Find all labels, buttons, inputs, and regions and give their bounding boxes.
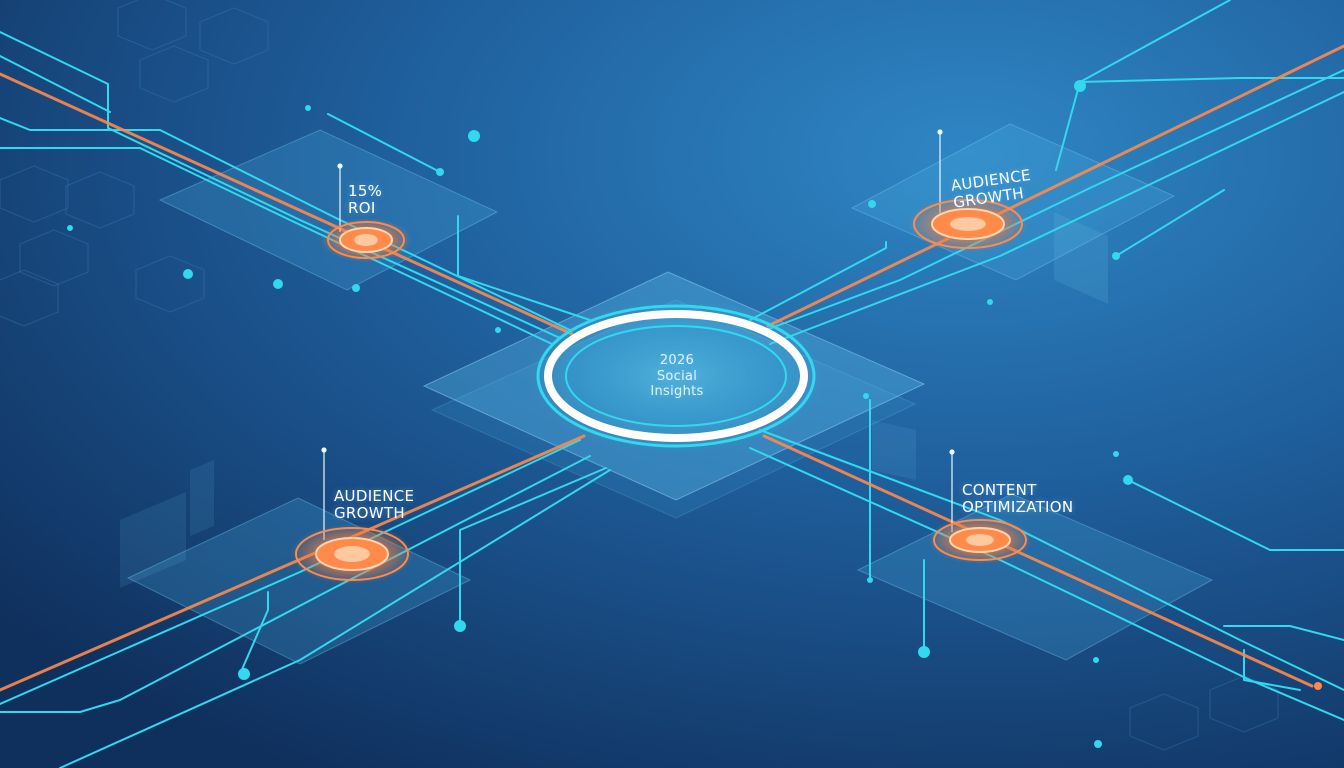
- node-label-line: GROWTH: [334, 503, 405, 522]
- orange-energy-lines: [0, 44, 1344, 692]
- hub-label-line: 2026: [659, 353, 695, 368]
- hub-label-line: Insights: [650, 384, 704, 400]
- label-pins: [321, 129, 955, 540]
- orange-nodes: [290, 196, 1032, 584]
- node-label-line: OPTIMIZATION: [962, 497, 1074, 516]
- node-label-line: ROI: [348, 198, 376, 217]
- panel-top-left: [158, 129, 499, 291]
- slab-right-2: [872, 420, 916, 480]
- hub-label-line: Social: [656, 368, 698, 384]
- slab-right: [1054, 212, 1108, 304]
- hub-label: 2026 Social Insights: [572, 353, 782, 400]
- central-hub: [526, 298, 826, 454]
- connector-dots: [67, 80, 1322, 748]
- node-label-roi: 15% ROI: [348, 183, 382, 217]
- node-label-audience-growth-bottom: AUDIENCE GROWTH: [334, 488, 414, 522]
- slab-left-2: [190, 460, 214, 536]
- node-label-line: CONTENT: [962, 481, 1037, 499]
- node-label-content-optimization: CONTENT OPTIMIZATION: [962, 482, 1073, 516]
- node-content-optimization-glow: [928, 516, 1032, 564]
- node-roi-glow: [320, 218, 412, 262]
- slab-left-1: [120, 492, 186, 588]
- node-label-line: 15%: [348, 182, 383, 200]
- node-audience-top-glow: [908, 196, 1028, 252]
- node-label-line: AUDIENCE: [334, 487, 415, 505]
- node-audience-bottom-glow: [290, 524, 414, 584]
